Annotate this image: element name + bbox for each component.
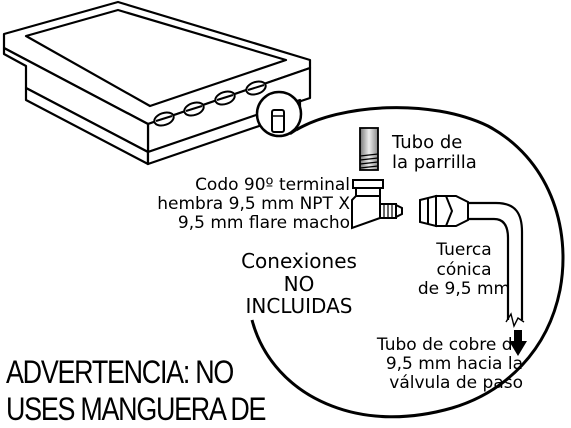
flare-nut [419,194,469,228]
copper-tube [468,201,525,329]
inlet-detail-small [255,90,303,138]
label-connections-not-included: Conexiones NO INCLUIDAS [241,249,357,319]
grill-pipe [359,127,379,171]
label-elbow: Codo 90º terminal hembra 9,5 mm NPT X 9,… [157,175,350,234]
detail-circle [250,106,565,419]
grill-unit [2,0,312,166]
elbow-fitting [351,179,403,230]
label-flare-nut: Tuerca cónica de 9,5 mm [417,240,511,300]
control-knobs [153,80,267,127]
flow-arrow-icon [509,330,527,356]
warning-text: ADVERTENCIA: NO USES MANGUERA DE [6,354,266,428]
label-copper-tube: Tubo de cobre de 9,5 mm hacia la válvula… [376,335,523,394]
label-grill-pipe: Tubo de la parrilla [392,132,477,174]
